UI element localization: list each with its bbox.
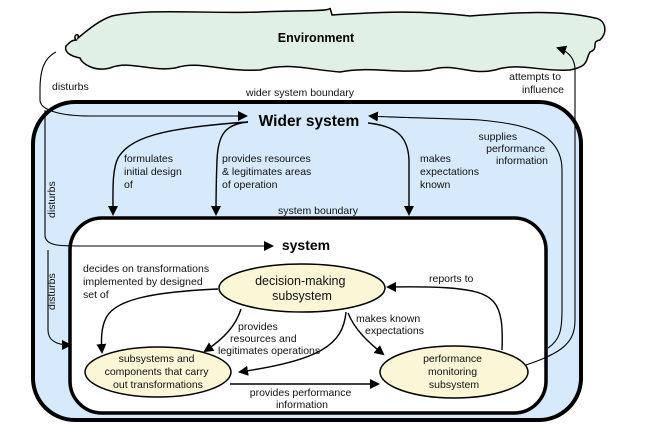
environment-node[interactable]: Environment — [64, 7, 606, 73]
arrow-env-disturbs-wider — [39, 51, 248, 121]
decision-making-node[interactable]: decision-making subsystem — [218, 263, 386, 313]
environment-cloud — [64, 7, 606, 73]
transformations-label: subsystems and components that carry out… — [105, 353, 212, 391]
edge-label-attempts-influence: attempts to influence — [509, 71, 564, 96]
environment-label: Environment — [278, 31, 355, 45]
arrow-provides-resources-wider — [211, 121, 249, 216]
system-boundary-label: system boundary — [278, 205, 359, 217]
arrow-reports-to — [386, 281, 503, 351]
arrow-formulates-design — [107, 121, 249, 216]
arrow-dm-makes-known-expectations — [347, 312, 385, 356]
arrow-makes-expectations-known — [367, 122, 414, 216]
edge-label-env-disturbs-wider: disturbs — [52, 81, 89, 93]
edge-label-makes-expectations-known: makes expectations known — [420, 153, 482, 191]
edge-label-provides-performance-info: provides performance information — [250, 387, 354, 411]
arrow-dm-provides-resources-2 — [238, 311, 347, 376]
edge-label-formulates-design: formulates initial design of — [124, 153, 185, 191]
edge-label-env-disturbs-system: disturbs — [46, 181, 58, 218]
edge-label-dm-makes-known-expectations: makes known expectations — [356, 313, 424, 337]
arrow-dm-provides-resources — [203, 308, 242, 353]
transformations-node[interactable]: subsystems and components that carry out… — [84, 346, 232, 398]
arrow-decides-transformations — [96, 288, 219, 354]
edge-label-supplies-performance: supplies performance information — [479, 131, 549, 167]
performance-monitoring-node[interactable]: performance monitoring subsystem — [379, 345, 529, 399]
arrow-attempts-influence — [509, 45, 576, 371]
edge-label-decides-transformations: decides on transformations implemented b… — [83, 263, 212, 301]
arrow-env-disturbs-system — [44, 110, 274, 251]
arrow-supplies-performance — [368, 111, 563, 349]
edge-label-env-disturbs-transform: disturbs — [46, 273, 58, 310]
decision-making-label: decision-making subsystem — [255, 274, 349, 303]
performance-monitoring-label: performance monitoring subsystem — [423, 353, 485, 391]
arrow-env-disturbs-transform — [47, 250, 72, 350]
edge-label-dm-provides-resources: provides resources and legitimates opera… — [218, 321, 320, 357]
edge-label-reports-to: reports to — [429, 273, 474, 285]
wider-system-boundary-label: wider system boundary — [245, 87, 355, 99]
system-label: system — [282, 237, 330, 253]
wider-system-label: Wider system — [259, 113, 360, 130]
edge-label-provides-resources-wider: provides resources & legitimates areas o… — [222, 153, 314, 191]
